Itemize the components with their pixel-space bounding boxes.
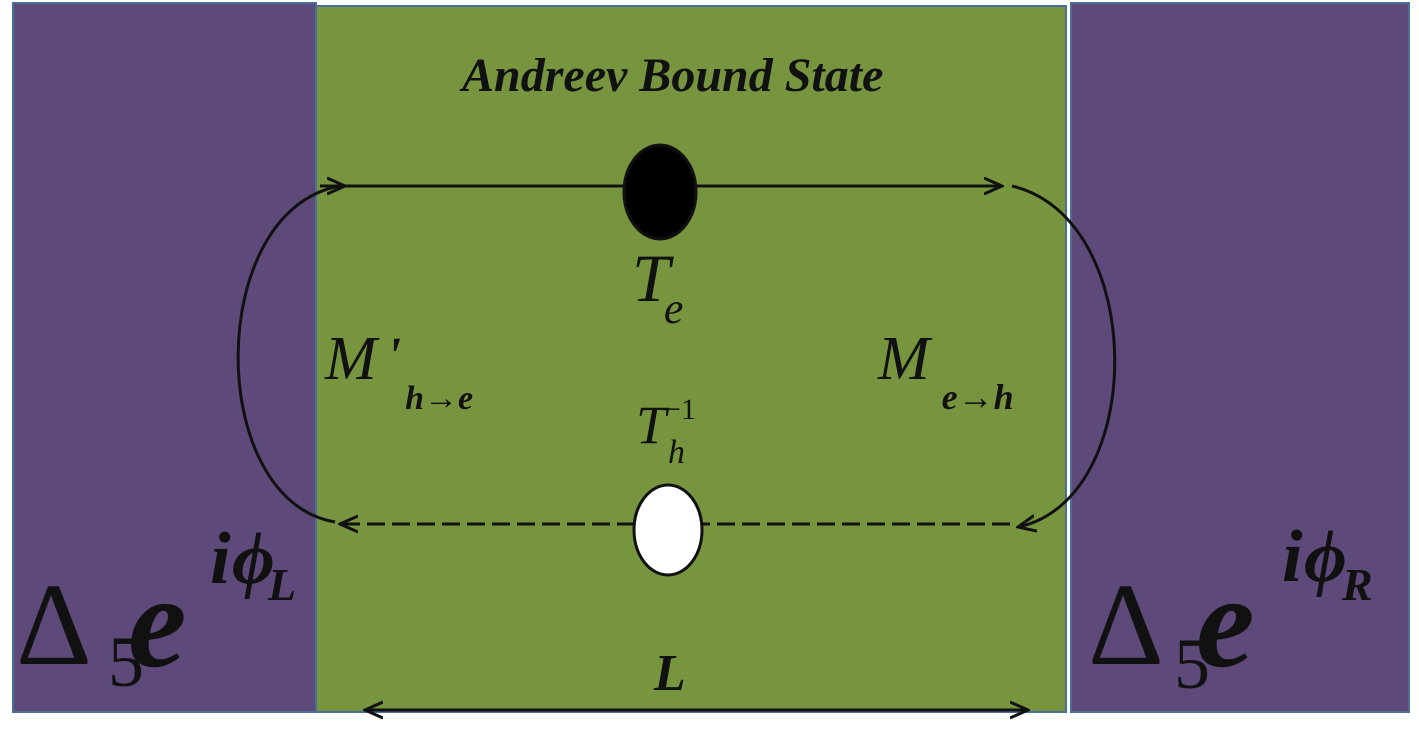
right-gap-delta: Δ <box>1088 559 1164 690</box>
left-superconductor-region <box>12 2 317 713</box>
hole-transfer-sub: h <box>668 434 685 471</box>
left-reflection-label: M ' h→e <box>325 325 473 416</box>
right-reflection-arc <box>1011 184 1117 527</box>
right-gap-i: i <box>1282 516 1303 598</box>
left-gap-label: Δ 5 e i ϕ L <box>14 518 314 698</box>
left-reflection-arc <box>236 184 341 524</box>
right-superconductor-region <box>1070 2 1410 713</box>
electron-transfer-label: T e <box>632 244 693 331</box>
left-gap-sub: L <box>268 559 297 610</box>
right-gap-sub: R <box>1342 559 1373 610</box>
hole-transfer-base: T <box>636 395 667 455</box>
left-reflection-sub: h→e <box>405 380 474 417</box>
right-reflection-label: M e→h <box>878 325 1014 415</box>
right-reflection-base: M <box>878 325 930 393</box>
length-label: L <box>654 645 686 702</box>
left-gap-delta: Δ <box>16 559 92 690</box>
right-gap-label: Δ 5 e i ϕ R <box>1084 520 1414 718</box>
left-reflection-base: M <box>325 325 377 393</box>
hole-transfer-label: T −1 h <box>636 395 702 470</box>
left-gap-e: e <box>128 548 187 695</box>
electron-transfer-base: T <box>632 240 670 316</box>
right-gap-phi: ϕ <box>1304 516 1347 598</box>
right-gap-e: e <box>1196 548 1255 695</box>
left-gap-phi: ϕ <box>232 518 275 600</box>
left-gap-i: i <box>210 518 231 600</box>
hole-transfer-sup: −1 <box>664 393 696 426</box>
electron-transfer-sub: e <box>663 284 684 333</box>
diagram-title: Andreev Bound State <box>462 49 884 102</box>
left-reflection-prime: ' <box>386 328 402 385</box>
electron-particle <box>622 143 698 241</box>
left-gap-index: 5 <box>108 622 144 702</box>
right-gap-index: 5 <box>1174 624 1210 704</box>
right-reflection-sub: e→h <box>941 377 1014 417</box>
hole-particle <box>632 483 704 577</box>
